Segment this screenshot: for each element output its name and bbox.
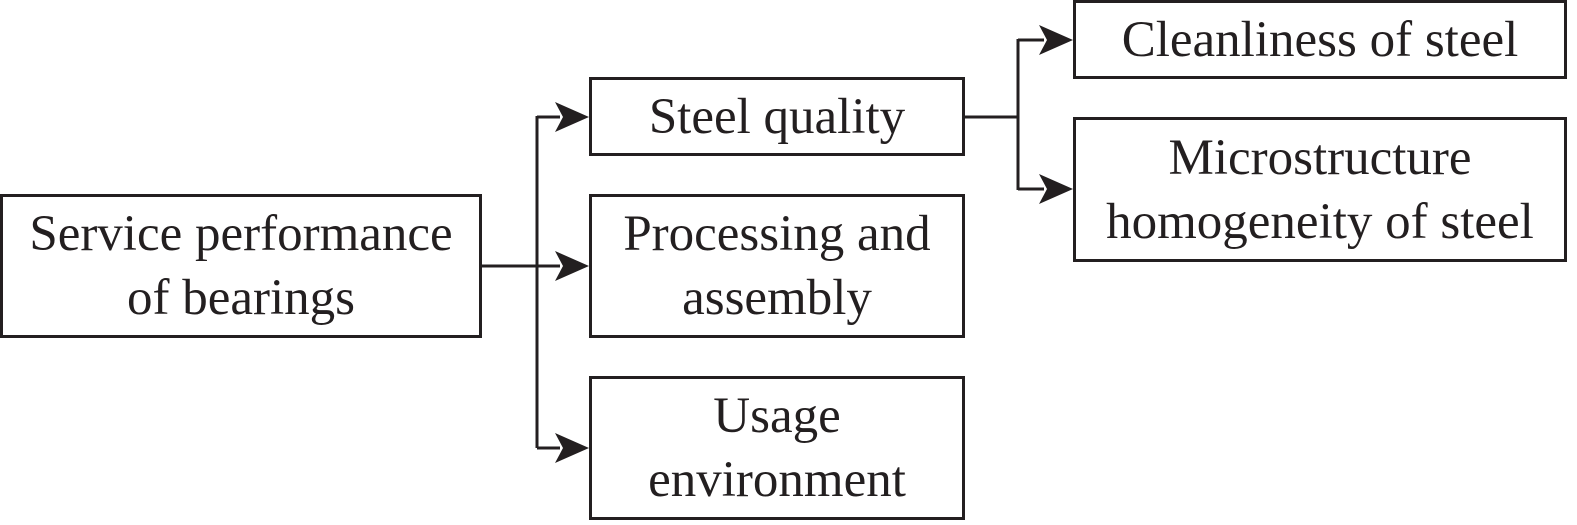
node-usage-environment-line1: Usage [713,388,841,444]
node-microstructure-homogeneity: Microstructure homogeneity of steel [1073,117,1567,262]
node-processing-assembly-line2: assembly [682,270,872,326]
arrowhead-cleanliness [1039,25,1073,55]
node-microstructure-line1: Microstructure [1168,129,1472,186]
node-cleanliness-of-steel: Cleanliness of steel [1073,0,1567,79]
arrowhead-processing [555,251,589,281]
node-processing-assembly-line1: Processing and [623,206,931,262]
node-service-performance-line2: of bearings [126,270,355,326]
node-steel-quality: Steel quality [589,77,965,156]
arrowhead-steel-quality [555,102,589,132]
node-cleanliness-label: Cleanliness of steel [1121,11,1519,68]
node-processing-assembly: Processing and assembly [589,194,965,338]
node-service-performance: Service performance of bearings [0,194,482,338]
arrowhead-usage [555,433,589,463]
node-usage-environment-line2: environment [648,452,906,508]
node-usage-environment: Usage environment [589,376,965,520]
node-service-performance-line1: Service performance [29,206,453,262]
node-microstructure-line2: homogeneity of steel [1106,193,1534,250]
node-steel-quality-label: Steel quality [648,88,906,145]
arrowhead-microstructure [1039,174,1073,204]
